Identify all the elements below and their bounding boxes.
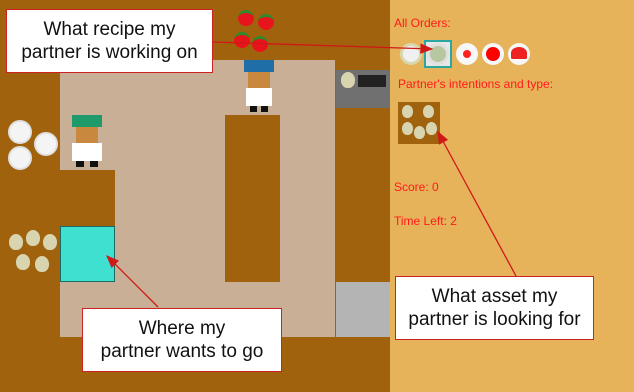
arrow-to-target-tile [106,255,159,308]
asset-callout-line2: partner is looking for [408,309,581,330]
order-tomato-slice [456,43,478,65]
recipe-callout-line2: partner is working on [21,42,198,63]
all-orders-label: All Orders: [394,16,451,30]
onion-icon [398,102,440,144]
orders-row [398,40,530,68]
center-counter [225,115,280,282]
intentions-label: Partner's intentions and type: [398,77,554,91]
target-tile [60,226,115,282]
order-tomato-dome [508,43,530,65]
plate-icon [6,118,60,174]
destination-callout-line2: partner wants to go [100,341,264,362]
onion-icon [341,72,355,88]
stove-icon [336,70,390,108]
asset-callout-line1: What asset my [431,286,558,307]
arrow-to-asset [437,130,517,277]
arrow-to-selected-order [212,41,434,54]
recipe-callout: What recipe my partner is working on [6,9,213,73]
serving-area [336,282,390,337]
time-left-label: Time Left: 2 [394,214,457,228]
tomato-icon [232,6,282,56]
score-label: Score: 0 [394,180,439,194]
recipe-callout-line1: What recipe my [43,19,176,40]
asset-callout: What asset my partner is looking for [395,276,594,340]
order-tomato-soup [482,43,504,65]
onion-icon [6,226,60,280]
destination-callout-line1: Where my [138,318,226,339]
chef-icon [244,60,274,114]
destination-callout: Where my partner wants to go [82,308,282,372]
chef-icon [68,115,106,170]
